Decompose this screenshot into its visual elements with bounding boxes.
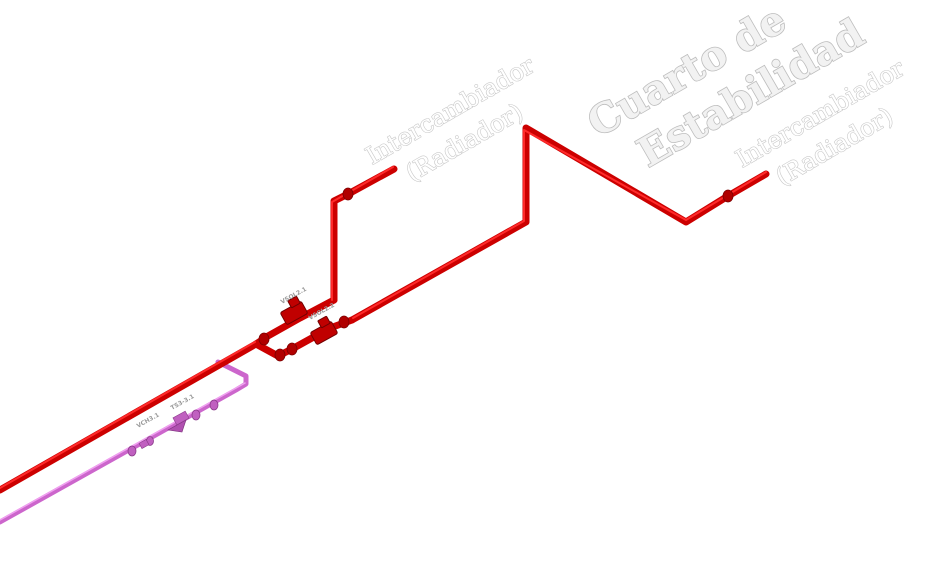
return-coupling-1	[127, 445, 137, 457]
supply-coupling-1	[258, 332, 270, 346]
supply-left-riser	[330, 165, 398, 304]
supply-main-highlight	[0, 341, 256, 489]
return-coupling-4	[209, 399, 219, 411]
solenoid-valve-lower-icon	[310, 315, 338, 345]
return-pipe: VCH3.1 TS3-3.1	[0, 359, 249, 525]
supply-pipe: VSOL2.1 VSOL2.2	[0, 124, 770, 494]
supply-coupling-5	[342, 187, 354, 201]
supply-coupling-3	[286, 342, 298, 356]
return-coupling-3	[191, 409, 201, 421]
supply-main-run	[0, 340, 260, 494]
exchanger-left-label: Intercambiador (Radiador)	[360, 50, 540, 187]
supply-right-highlight	[352, 129, 767, 319]
check-valve-icon	[138, 439, 150, 449]
supply-coupling-4	[338, 315, 350, 329]
solenoid-valve-upper-icon	[280, 295, 308, 325]
return-pipe-run	[0, 359, 249, 525]
supply-left-highlight	[331, 166, 394, 301]
steam-trap-icon	[167, 410, 190, 433]
return-pipe-highlight	[0, 382, 246, 521]
supply-coupling-6	[722, 189, 734, 203]
steam-trap-tag: TS3-3.1	[170, 393, 196, 412]
supply-coupling-2	[274, 348, 286, 362]
